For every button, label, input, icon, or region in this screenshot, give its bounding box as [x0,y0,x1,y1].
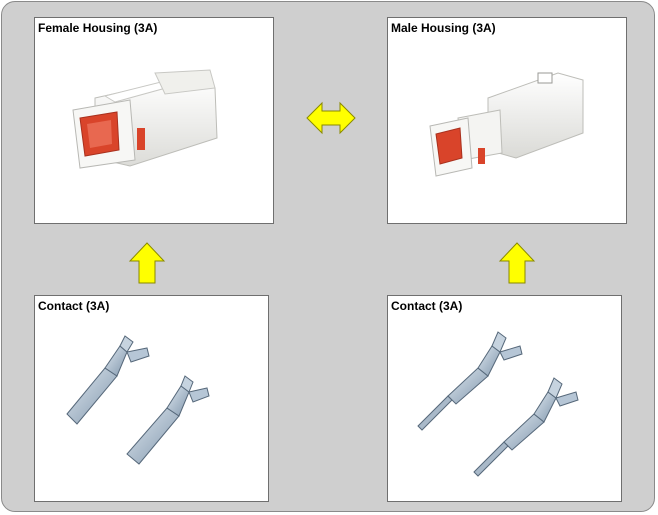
panel-female-housing: Female Housing (3A) [34,17,274,224]
arrow-up-icon [498,242,536,284]
arrow-up-icon [128,242,166,284]
panel-title: Female Housing (3A) [38,21,158,35]
panel-male-housing: Male Housing (3A) [387,17,627,224]
panel-title: Contact (3A) [391,299,463,313]
female-housing-image [72,69,218,169]
panel-title: Male Housing (3A) [391,21,496,35]
male-housing-image [429,72,584,177]
panel-contact-right: Contact (3A) [387,295,622,502]
contact-left-image [66,335,210,465]
panel-contact-left: Contact (3A) [34,295,269,502]
contact-right-image [417,331,579,477]
panel-title: Contact (3A) [38,299,110,313]
double-arrow-left-right-icon [306,101,356,135]
